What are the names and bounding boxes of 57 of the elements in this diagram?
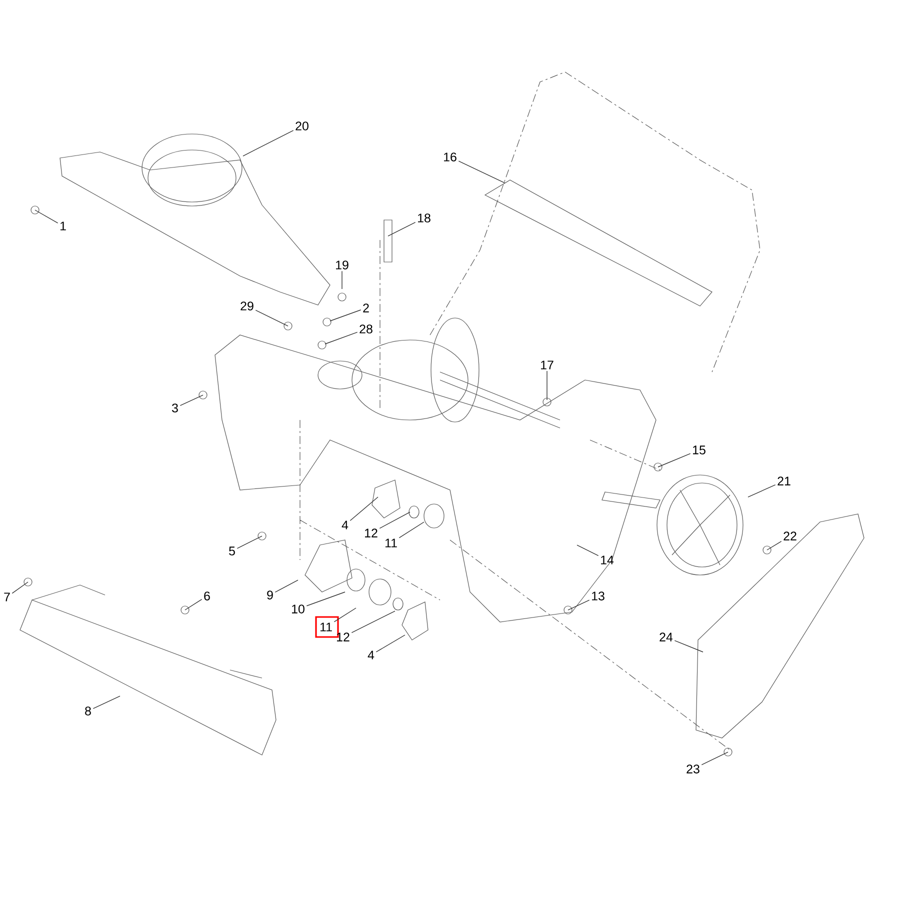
callout-number: 17 [541,360,554,370]
leader-line [351,610,396,634]
callout-number: 14 [601,556,614,564]
callout-number: 2 [363,304,369,312]
callout-number: 3 [172,404,178,412]
callout-number: 15 [693,446,706,454]
leader-line [458,160,506,184]
leader-line [376,634,406,652]
callout-number: 10 [292,604,304,614]
leader-line [92,696,120,709]
callout-number: 7 [4,592,10,602]
callout-number: 5 [229,546,235,556]
leader-line [255,310,288,326]
callout-number: 23 [686,764,700,774]
leader-line [398,522,424,538]
callout-number: 4 [368,650,374,660]
callout-number: 29 [240,302,254,310]
leader-line [546,370,548,400]
leader-line [576,544,599,556]
callout-number: 18 [418,214,430,222]
leader-line [324,332,358,344]
leader-line [748,484,776,498]
leader-line [658,453,691,468]
callout-number: 24 [660,632,673,642]
leader-line [34,210,58,224]
callout-number: 16 [444,152,456,162]
leader-line [568,600,590,610]
leader-line [274,580,298,593]
callout-number: 11 [385,538,397,548]
leader-line [379,512,410,529]
callout-number: 19 [336,260,348,270]
callout-number: 28 [360,324,372,334]
callout-number: 22 [784,532,796,540]
leader-line [388,222,416,236]
callout-number: 13 [592,592,604,600]
callout-number: 4 [342,520,348,530]
callout-number: 12 [365,528,378,538]
leader-line [12,582,28,594]
leader-line [242,130,294,156]
leader-line [766,540,782,550]
callout-number: 9 [267,590,273,600]
callout-number: 11 [320,622,332,632]
leader-line [184,598,202,610]
leader-line [330,310,362,322]
leader-line [306,592,346,606]
callout-number: 6 [204,592,210,600]
callout-number: 8 [85,706,91,716]
callout-number: 20 [296,122,308,130]
leader-line [180,394,204,406]
leader-line [334,608,356,622]
leader-line [674,640,704,652]
leader-line [701,752,728,766]
leader-line [236,536,262,549]
callout-number: 21 [778,476,790,486]
callout-number: 12 [337,632,350,642]
callout-number: 1 [60,222,66,230]
leader-line [350,496,378,521]
